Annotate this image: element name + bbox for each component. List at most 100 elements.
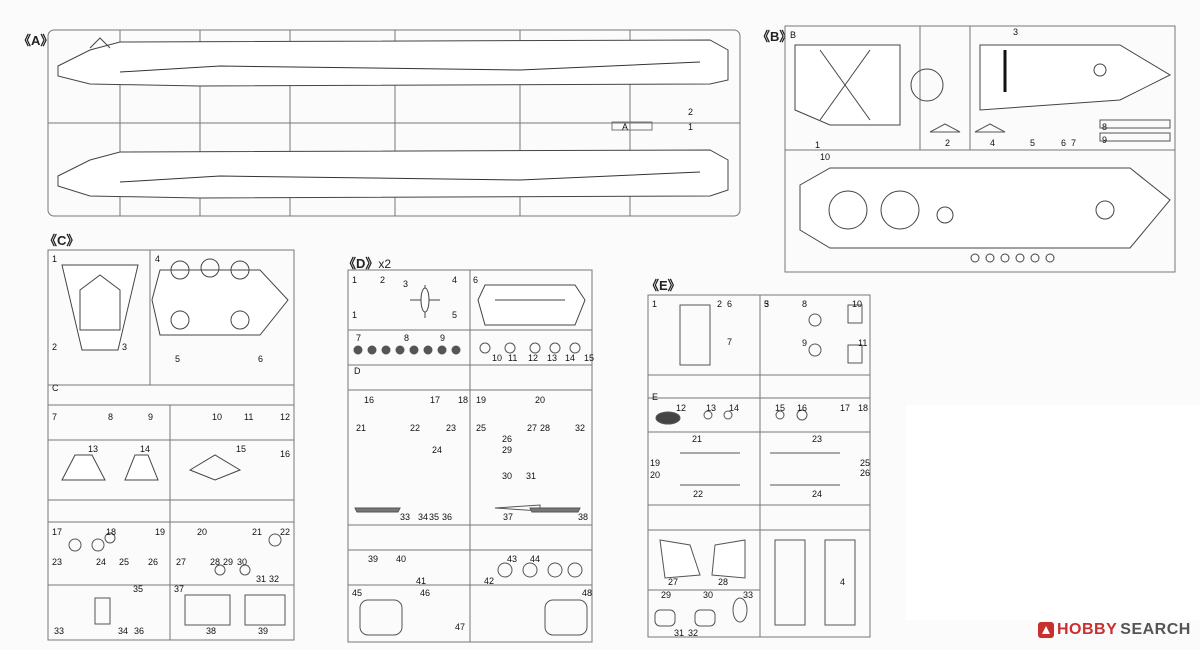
c-part-23: 23 [52,557,62,567]
d-part-45: 45 [352,588,362,598]
a-part-1: 1 [688,122,693,132]
d-part-36: 36 [442,512,452,522]
d-part-39: 39 [368,554,378,564]
c-part-2: 2 [52,342,57,352]
e-part-24: 24 [812,489,822,499]
b-part-6: 6 [1061,138,1066,148]
e-part-2: 2 [717,299,722,309]
d-part-24: 24 [432,445,442,455]
d-part-19: 19 [476,395,486,405]
d-part-30: 30 [502,471,512,481]
c-part-35: 35 [133,584,143,594]
c-part-25: 25 [119,557,129,567]
d-part-29: 29 [502,445,512,455]
d-part-47: 47 [455,622,465,632]
deck-part-3 [979,44,1172,111]
d-part-34: 34 [418,512,428,522]
d-part-12: 12 [528,353,538,363]
d-part-5: 5 [452,310,457,320]
d-part-35: 35 [429,512,439,522]
d-part-2: 2 [380,275,385,285]
d-part-32: 32 [575,423,585,433]
c-part-28: 28 [210,557,220,567]
d-part-18: 18 [458,395,468,405]
d-part-23: 23 [446,423,456,433]
a-tag: A [622,122,628,132]
e-part-29: 29 [661,590,671,600]
c-part-33: 33 [54,626,64,636]
hobby-search-logo-icon [1038,622,1054,638]
d-part-41: 41 [416,576,426,586]
c-part-7: 7 [52,412,57,422]
d-part-17: 17 [430,395,440,405]
d-part-37: 37 [503,512,513,522]
sprue-d-small-parts [353,342,588,636]
d-part-9: 9 [440,333,445,343]
d-part-33: 33 [400,512,410,522]
b-tag: B [790,30,796,40]
c-part-17: 17 [52,527,62,537]
sprue-e-small-parts [654,304,863,627]
e-part-1: 1 [652,299,657,309]
e-part-26: 26 [860,468,870,478]
d-part-11: 11 [508,353,517,363]
c-part-18: 18 [106,527,116,537]
c-part-4: 4 [155,254,160,264]
c-part-21: 21 [252,527,262,537]
sprue-a-tag-box [611,121,653,131]
e-part-31: 31 [674,628,684,638]
aircraft-part-d3 [410,285,440,318]
c-part-3: 3 [122,342,127,352]
e-part-33: 33 [743,590,753,600]
sprue-a-label: 《A》 [18,33,54,48]
sprue-c-frame [47,249,295,641]
superstructure-part-c1 [61,264,139,351]
d-part-15: 15 [584,353,594,363]
d-part-3: 3 [403,279,408,289]
d-part-10: 10 [492,353,502,363]
d-part-27: 27 [527,423,537,433]
d-part-6: 6 [473,275,478,285]
d-part-46: 46 [420,588,430,598]
d-part-20: 20 [535,395,545,405]
c-part-20: 20 [197,527,207,537]
d-tag: D [354,366,361,376]
c-part-16: 16 [280,449,290,459]
e-part-21: 21 [692,434,702,444]
d-part-48: 48 [582,588,592,598]
e-part-25: 25 [860,458,870,468]
d-part-26: 26 [502,434,512,444]
sprue-d-multiplier: x2 [378,257,392,271]
c-part-32: 32 [269,574,279,584]
sprue-b-label: 《B》 [757,29,793,44]
d-part-40: 40 [396,554,406,564]
c-part-22: 22 [280,527,290,537]
c-part-30: 30 [237,557,247,567]
c-part-26: 26 [148,557,158,567]
turret-parts-c13-c14 [61,454,242,481]
e-part-12: 12 [676,403,686,413]
e-part-9: 9 [802,338,807,348]
d-part-21: 21 [356,423,366,433]
a-part-2: 2 [688,107,693,117]
b-part-8: 8 [1102,122,1107,132]
superstructure-part-c4 [151,258,289,336]
e-part-32: 32 [688,628,698,638]
b-part-10: 10 [820,152,830,162]
d-part-16: 16 [364,395,374,405]
c-part-34: 34 [118,626,128,636]
d-part-22: 22 [410,423,420,433]
watermark-logo: HOBBY SEARCH [1038,620,1191,640]
b-part-3: 3 [1013,27,1018,37]
c-part-31: 31 [256,574,266,584]
e-part-13: 13 [706,403,716,413]
sprue-c-small-parts [68,532,286,626]
b-part-7: 7 [1071,138,1076,148]
b-part-5: 5 [1030,138,1035,148]
e-part-7: 7 [727,337,732,347]
e-part-10: 10 [852,299,862,309]
e-part-3: 3 [764,299,769,309]
e-tag: E [652,392,658,402]
b-part-2: 2 [945,138,950,148]
sprue-d-label: 《D》x2 [343,253,391,272]
